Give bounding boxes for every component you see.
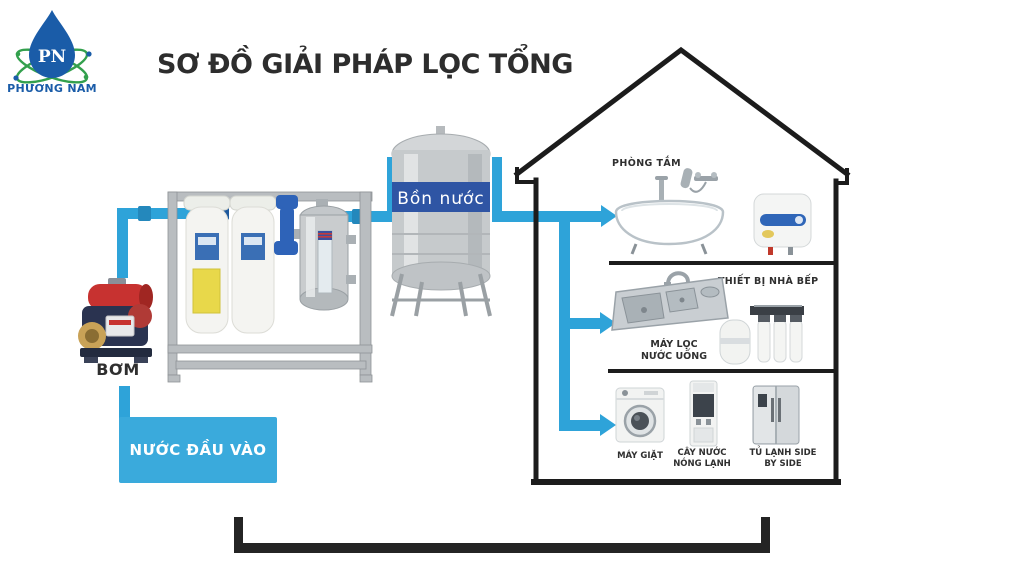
arrow-icon-utility [600, 414, 616, 436]
water-dispenser-label: CÂY NƯỚC NÓNG LẠNH [673, 448, 731, 469]
pipe-tank-riser-right [492, 157, 502, 217]
pipe-pump-riser [117, 208, 128, 278]
input-water-label: NƯỚC ĐẦU VÀO [129, 441, 267, 459]
bracket-right-end [761, 517, 770, 553]
water-dispenser-icon [689, 380, 718, 447]
washing-machine-label: MÁY GIẶT [617, 451, 663, 461]
bracket-left-end [234, 517, 243, 553]
pump-icon [78, 278, 153, 363]
ro-filter-icon [719, 305, 804, 365]
logo-initials: PN [38, 47, 66, 67]
kitchen-equipment-label: THIẾT BỊ NHÀ BẾP [718, 276, 819, 287]
fridge-label: TỦ LẠNH SIDE BY SIDE [749, 448, 817, 469]
arrow-icon-bathroom [601, 205, 617, 227]
input-water-box: NƯỚC ĐẦU VÀO [119, 417, 277, 483]
pump-label: BƠM [96, 360, 140, 379]
bathroom-label: PHÒNG TẮM [612, 158, 681, 169]
pipe-main-to-house [492, 211, 602, 222]
logo-company-name: PHƯƠNG NAM [7, 82, 97, 95]
pipe-branch-kitchen [559, 318, 601, 329]
pipe-branch-utility [559, 420, 601, 431]
whole-house-filter-icon [167, 191, 373, 383]
bracket-bottom-bar [234, 543, 770, 553]
water-heater-icon [753, 193, 812, 255]
page-title: SƠ ĐỒ GIẢI PHÁP LỌC TỔNG [157, 49, 573, 80]
pipe-pump-to-inlet-box [119, 386, 130, 420]
washing-machine-icon [615, 387, 665, 443]
fridge-icon [752, 385, 800, 445]
pipe-coupling [138, 206, 151, 221]
tank-label: Bồn nước [397, 188, 485, 209]
water-tank-icon: Bồn nước [390, 126, 492, 317]
bathtub-icon [614, 168, 725, 255]
drinking-filter-label: MÁY LỌC NƯỚC UỐNG [640, 339, 707, 362]
house-outline [513, 46, 851, 485]
phuong-nam-logo-icon: PN [13, 10, 92, 84]
kitchen-sink-icon [611, 271, 729, 331]
